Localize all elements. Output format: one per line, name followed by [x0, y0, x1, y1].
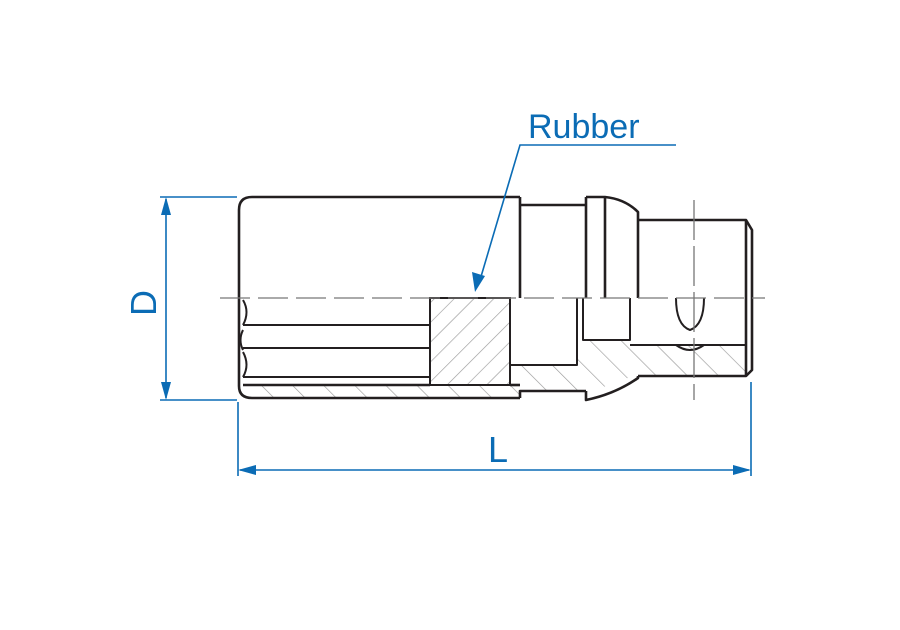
- rubber-insert: [429, 297, 511, 386]
- socket-outline: [237, 195, 754, 402]
- steel-section-hatch: [243, 340, 748, 398]
- dimension-lines: [160, 144, 752, 476]
- diameter-label: D: [123, 290, 164, 316]
- length-label: L: [488, 429, 508, 470]
- rubber-label: Rubber: [528, 108, 640, 146]
